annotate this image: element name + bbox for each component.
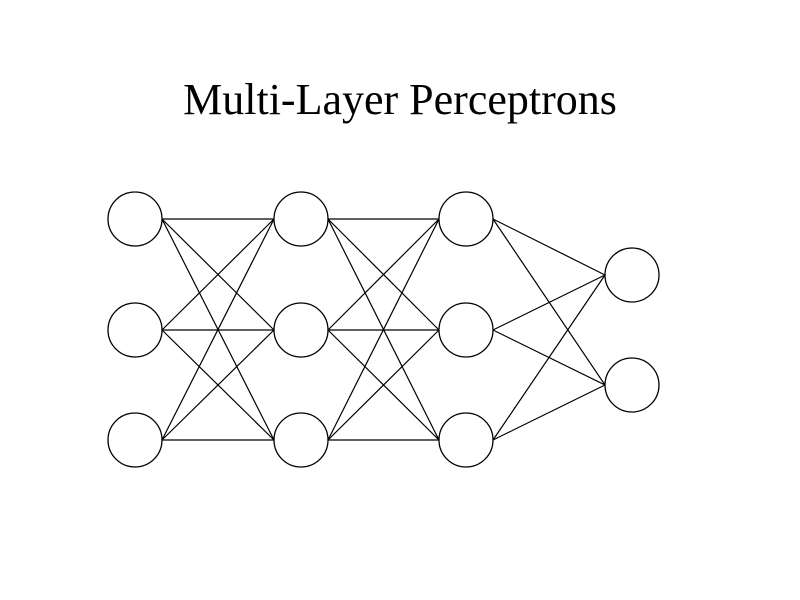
connection-l2-n2-to-n1 bbox=[327, 218, 440, 331]
neuron-layer3-node1 bbox=[438, 191, 494, 247]
neuron-layer2-node2 bbox=[273, 302, 329, 358]
connection-l1-n2-to-n1 bbox=[161, 218, 275, 331]
connection-l2-n3-to-n1 bbox=[327, 218, 440, 441]
neuron-layer1-node1 bbox=[107, 191, 163, 247]
connection-l3-n2-to-n1 bbox=[492, 274, 606, 331]
neuron-layer2-node3 bbox=[273, 412, 329, 468]
neuron-layer4-node2 bbox=[604, 357, 660, 413]
connection-l3-n3-to-n1 bbox=[492, 274, 606, 441]
connection-l2-n3-to-n2 bbox=[327, 329, 440, 441]
connection-l1-n3-to-n2 bbox=[161, 329, 275, 441]
connection-l3-n3-to-n2 bbox=[492, 384, 606, 441]
neuron-layer1-node3 bbox=[107, 412, 163, 468]
connection-lines bbox=[161, 218, 606, 441]
neuron-layer3-node3 bbox=[438, 412, 494, 468]
connection-l3-n1-to-n1 bbox=[492, 218, 606, 276]
neuron-layer2-node1 bbox=[273, 191, 329, 247]
page-title: Multi-Layer Perceptrons bbox=[183, 75, 617, 124]
connection-l1-n3-to-n1 bbox=[161, 218, 275, 441]
neuron-layer4-node1 bbox=[604, 247, 660, 303]
neuron-layer3-node2 bbox=[438, 302, 494, 358]
neuron-nodes bbox=[107, 191, 660, 468]
neuron-layer1-node2 bbox=[107, 302, 163, 358]
